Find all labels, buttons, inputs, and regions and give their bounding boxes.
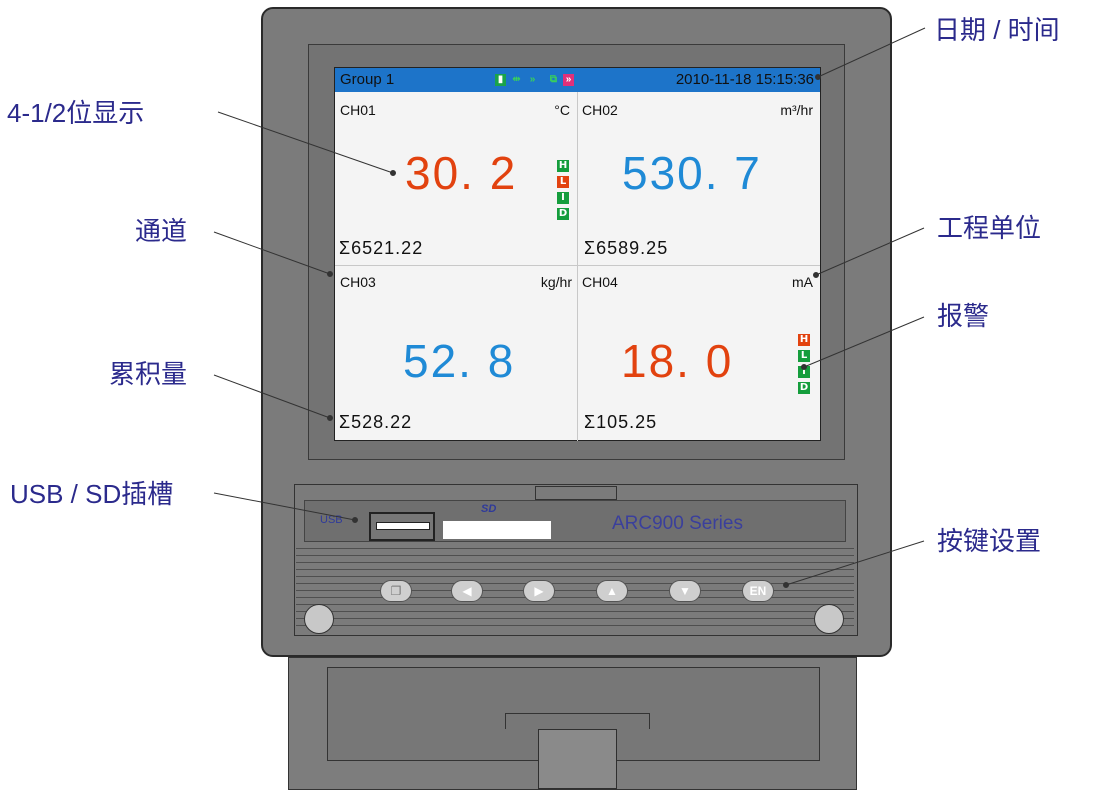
vent-line — [296, 597, 854, 598]
forward-icon: » — [529, 74, 536, 85]
channel-value: 530. 7 — [622, 147, 762, 199]
sd-logo: SD — [481, 503, 497, 515]
annotation-total: 累积量 — [109, 359, 188, 389]
leader-total — [213, 374, 331, 419]
channel-name: CH02 — [582, 102, 618, 118]
channel-total: Σ6521.22 — [339, 238, 424, 258]
annotation-datetime: 日期 / 时间 — [934, 15, 1060, 45]
latch-frame — [505, 713, 650, 729]
left-arrow-icon: ◀ — [462, 584, 472, 598]
alarm-badge-l: L — [798, 350, 810, 362]
leader-datetime — [817, 27, 926, 78]
vent-line — [296, 611, 854, 612]
annotation-slot: USB / SD插槽 — [10, 479, 174, 509]
alarm-badge-i: I — [798, 366, 810, 378]
annotation-channel: 通道 — [135, 216, 188, 246]
enter-key[interactable]: EN — [742, 580, 774, 602]
sum-icon: Σ — [339, 412, 352, 432]
down-arrow-icon: ▼ — [679, 584, 691, 598]
annotation-alarm: 报警 — [937, 301, 990, 331]
vent-line — [296, 604, 854, 605]
annotation-keys: 按键设置 — [937, 526, 1042, 556]
right-arrow-icon: ▶ — [534, 584, 544, 598]
usb-slot-opening — [376, 522, 430, 530]
leader-digits — [217, 111, 394, 174]
alarm-badge-h: H — [798, 334, 810, 346]
channel-name: CH04 — [582, 274, 618, 290]
vent-line — [296, 569, 854, 570]
left-key[interactable]: ◀ — [451, 580, 483, 602]
alarm-badge-h: H — [557, 160, 569, 172]
annotation-digits: 4-1/2位显示 — [7, 98, 145, 128]
vent-line — [296, 555, 854, 556]
group-label[interactable]: Group 1 — [340, 71, 395, 88]
vent-line — [296, 625, 854, 626]
menu-key[interactable]: ❐ — [380, 580, 412, 602]
channel-value: 30. 2 — [405, 147, 518, 199]
panel-tab — [535, 486, 617, 500]
channel-name: CH01 — [340, 102, 376, 118]
vent-line — [296, 590, 854, 591]
sd-card-icon: ▮ — [495, 74, 506, 86]
channel-name: CH03 — [340, 274, 376, 290]
vent-line — [296, 618, 854, 619]
right-knob — [814, 604, 844, 634]
left-knob — [304, 604, 334, 634]
model-series-label: ARC900 Series — [612, 513, 743, 534]
sum-icon: Σ — [584, 238, 597, 258]
down-key[interactable]: ▼ — [669, 580, 701, 602]
tray-latch[interactable] — [538, 729, 617, 789]
up-key[interactable]: ▲ — [596, 580, 628, 602]
channel-unit: °C — [554, 102, 570, 118]
up-arrow-icon: ▲ — [606, 584, 618, 598]
sum-icon: Σ — [339, 238, 352, 258]
channel-total: Σ105.25 — [584, 412, 658, 432]
channel-value: 52. 8 — [403, 335, 516, 387]
alarm-badge-l: L — [557, 176, 569, 188]
leader-keys — [785, 540, 925, 586]
alarm-badge-i: I — [557, 192, 569, 204]
vent-line — [296, 548, 854, 549]
status-bar: Group 1 ▮ ⇹ » ⧉ » 2010-11-18 15:15:36 — [335, 68, 820, 92]
menu-icon: ❐ — [390, 584, 402, 598]
lcd-screen: Group 1 ▮ ⇹ » ⧉ » 2010-11-18 15:15:36 CH… — [334, 67, 821, 441]
channel-total: Σ6589.25 — [584, 238, 669, 258]
channel-total: Σ528.22 — [339, 412, 413, 432]
channel-value: 18. 0 — [621, 335, 734, 387]
datetime-display: 2010-11-18 15:15:36 — [675, 71, 814, 88]
battery-icon: ⧉ — [549, 74, 558, 85]
leader-unit — [815, 227, 925, 276]
channel-unit: mA — [792, 274, 813, 290]
leader-slot — [213, 492, 356, 521]
vent-line — [296, 576, 854, 577]
vent-line — [296, 583, 854, 584]
divider-horizontal — [335, 265, 820, 266]
divider-vertical — [577, 92, 578, 441]
channel-unit: m³/hr — [780, 102, 813, 118]
sum-icon: Σ — [584, 412, 597, 432]
signal-icon: » — [563, 74, 574, 86]
right-key[interactable]: ▶ — [523, 580, 555, 602]
alarm-badge-d: D — [557, 208, 569, 220]
annotation-unit: 工程单位 — [937, 213, 1042, 243]
alarm-badge-d: D — [798, 382, 810, 394]
leader-channel — [213, 231, 331, 275]
leader-alarm — [803, 316, 925, 368]
channel-unit: kg/hr — [540, 274, 572, 290]
vent-line — [296, 562, 854, 563]
sd-card-slot[interactable] — [443, 521, 551, 539]
usb-icon: ⇹ — [512, 74, 521, 85]
